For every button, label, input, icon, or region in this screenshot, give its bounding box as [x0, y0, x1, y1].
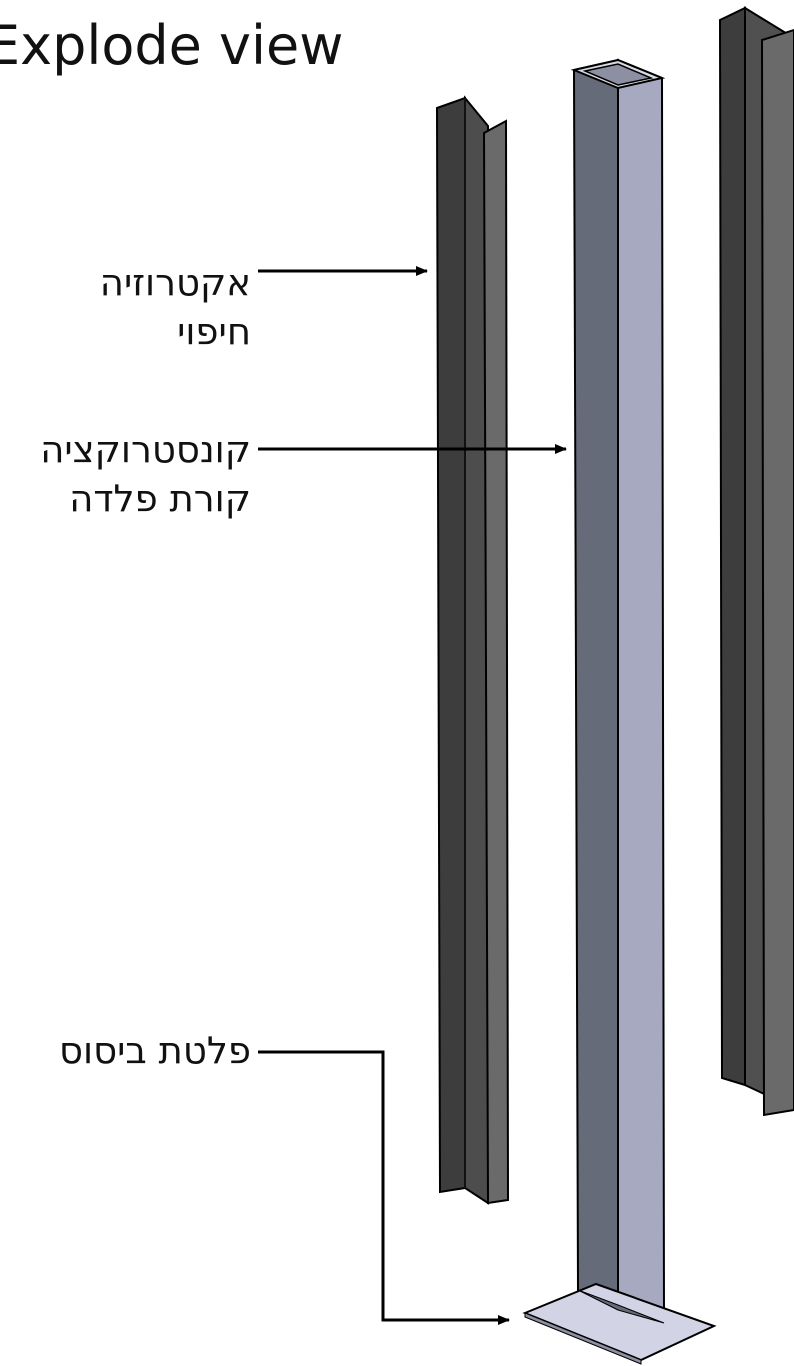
label-cladding-line-2: חיפוי [177, 310, 251, 353]
label-steel-beam-line-1: קונסטרוקציה [40, 428, 251, 471]
label-cladding-extrusion: אקטרוזיה חיפוי [100, 258, 251, 356]
arrow-to-base-plate [258, 1050, 510, 1325]
steel-beam-tube [570, 58, 666, 1325]
label-steel-beam-line-2: קורת פלדה [69, 477, 251, 520]
label-base-plate: פלטת ביסוס [59, 1029, 251, 1072]
base-plate [522, 1282, 717, 1365]
label-steel-beam: קונסטרוקציה קורת פלדה [40, 425, 251, 523]
right-cladding-channel [718, 6, 794, 1117]
label-cladding-line-1: אקטרוזיה [99, 261, 251, 304]
page-title: Explode view [0, 14, 344, 77]
left-cladding-channel [435, 95, 510, 1205]
